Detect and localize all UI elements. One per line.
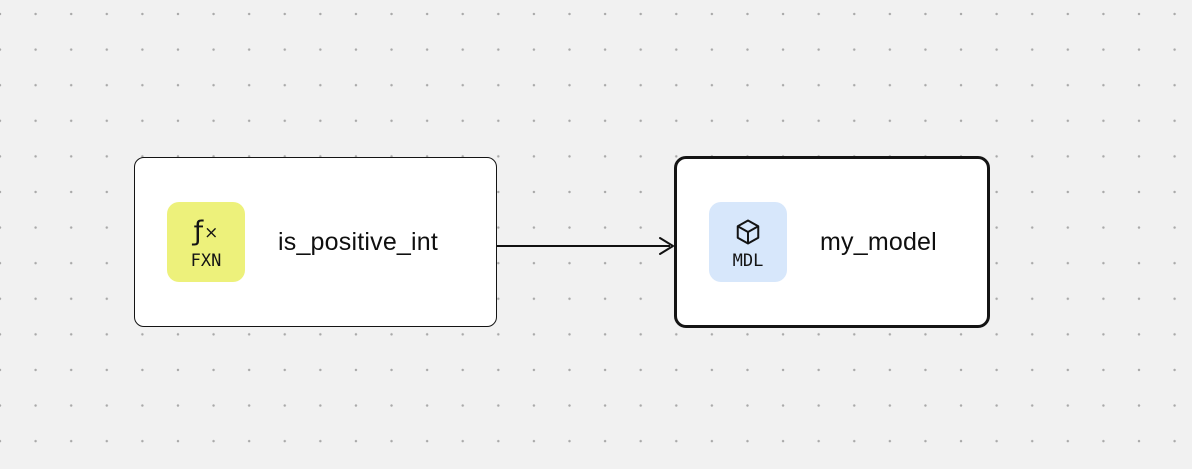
badge-type-label: MDL [732, 250, 764, 271]
arrowhead-icon [659, 237, 674, 255]
canvas-bottom-edge [0, 469, 1192, 472]
function-icon-f: ƒ [193, 216, 204, 248]
model-badge: MDL [709, 202, 787, 282]
node-my-model[interactable]: MDL my_model [674, 156, 990, 328]
function-icon: ƒ × [194, 215, 219, 249]
edge-connector[interactable] [497, 232, 675, 260]
badge-type-label: FXN [190, 250, 222, 271]
cube-icon [733, 215, 763, 249]
function-badge: ƒ × FXN [167, 202, 245, 282]
node-is-positive-int[interactable]: ƒ × FXN is_positive_int [134, 157, 497, 327]
node-label: my_model [820, 227, 937, 256]
function-icon-x: × [204, 223, 219, 244]
node-label: is_positive_int [278, 227, 439, 256]
